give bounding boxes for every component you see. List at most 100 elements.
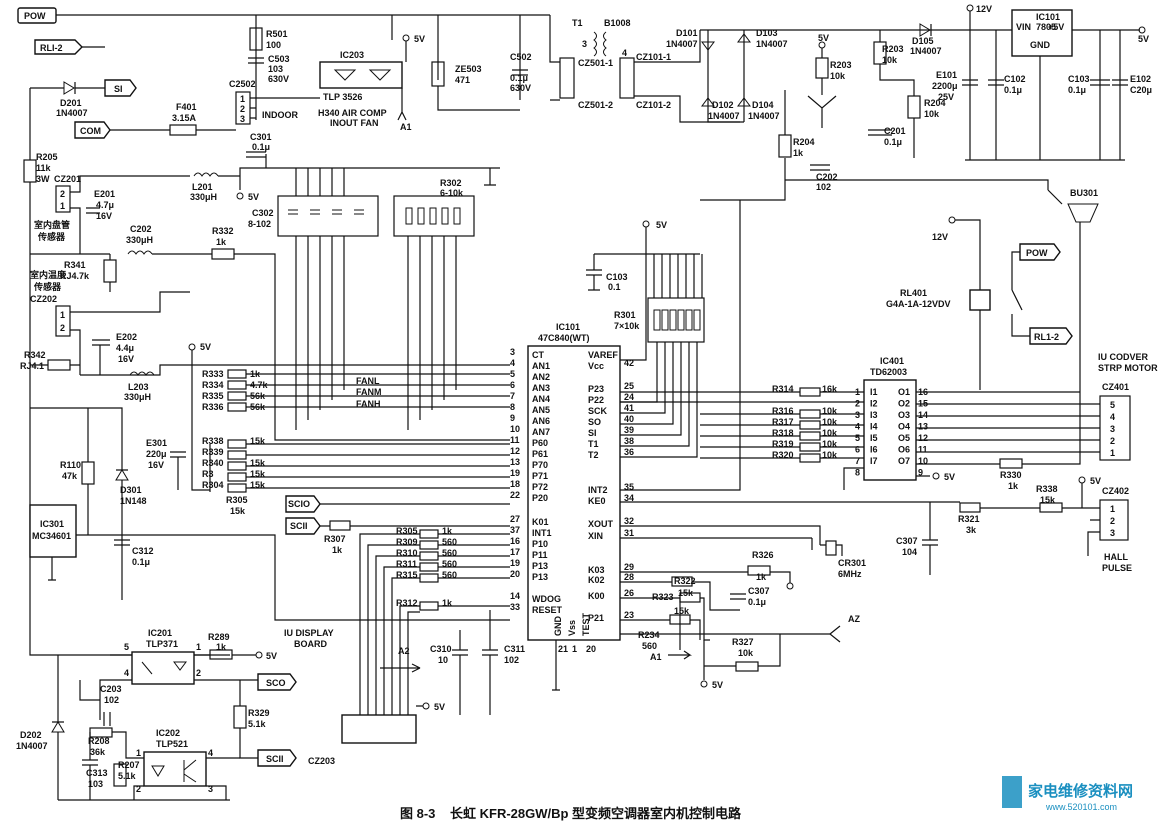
iu-motor-label1: IU CODVER [1098,352,1149,362]
terminal-scio-label: SCIO [288,499,310,509]
resistor-r329 [233,705,247,729]
top-power-section: POW RLI-2 R501 100 C503 103 630V 1 2 3 C… [17,4,1152,201]
terminal-com [74,121,111,139]
mcu-pin-number: 29 [624,562,634,572]
inout-fan-label: INOUT FAN [330,118,379,128]
r315-label: R315 [396,570,418,580]
mcu-pin-name: GND [553,616,563,637]
r203b-value: 10k [882,55,898,65]
resistor-r203a [815,57,829,79]
mcu-pin-name: AN4 [532,394,550,404]
r301-value: 7×10k [614,321,640,331]
terminal-az: AZ [848,614,860,624]
mcu-pin-number: 39 [624,425,634,435]
fanh-label: FANH [356,399,381,409]
mcu-pin-number: 24 [624,392,634,402]
c502-value: 0.1μ [510,73,528,83]
c202b-label: C202 [130,224,152,234]
ic301-label: IC301 [40,519,64,529]
d101-label: D101 [676,28,698,38]
ic202-label: IC202 [156,728,180,738]
d103-label: D103 [756,28,778,38]
mcu-pin-number: 6 [510,380,515,390]
ic401-pin-number: 8 [855,468,860,478]
iu-motor-label2: STRP MOTOR [1098,363,1158,373]
mcu-pin-number: 3 [510,347,515,357]
mcu-pin-number: 20 [510,569,520,579]
r319-label: R319 [772,439,794,449]
ic401-value: TD62003 [870,367,907,377]
terminal-scii [285,517,321,535]
r305b-label: R305 [396,526,418,536]
mcu-pin-number: 4 [510,358,515,368]
r338-right-value: 15k [1040,495,1056,505]
regulator-ic101-7805 [1011,9,1073,57]
supply-5v-c: 5V [248,192,259,202]
indoor-pipe-sensor-label1: 室内盘管 [34,219,70,230]
e201-rating: 16V [96,211,112,221]
c103-top-value: 0.1μ [1068,85,1086,95]
d202-value: 1N4007 [16,741,48,751]
mcu-pin-number: 8 [510,402,515,412]
f401-value: 3.15A [172,113,197,123]
tlp3526-label: TLP 3526 [323,92,362,102]
cz501-2-label: CZ501-2 [578,100,613,110]
mcu-pin-name: AN3 [532,383,550,393]
e101-value: 2200μ [932,81,958,91]
terminal-scii-bottom-label: SCII [266,754,284,764]
e102-value: C20μ [1130,85,1152,95]
resistor-r3xx [227,472,247,482]
mcu-body [527,345,621,641]
connector-cz203 [341,714,417,744]
r311-value: 560 [442,559,457,569]
r339-label: R339 [202,447,224,457]
mcu-pin-name: AN1 [532,361,550,371]
c502-rating: 630V [510,83,531,93]
cz201-label: CZ201 [54,174,81,184]
r329-label: R329 [248,708,270,718]
vcc-dot-relay [948,216,956,224]
ic202-value: TLP521 [156,739,188,749]
mcu-pin-number: 31 [624,528,634,538]
c502-label: C502 [510,52,532,62]
mcu-pin-number: 18 [510,479,520,489]
terminal-si [104,79,137,97]
diode-d101 [701,41,715,51]
t1-pin4: 4 [622,48,627,58]
resistor-r314 [799,387,821,397]
ic401-pin-number: 11 [918,445,928,455]
mcu-pin-name: P72 [532,482,548,492]
c202-value: 102 [816,182,831,192]
d201-value: 1N4007 [56,108,88,118]
r305b-value: 1k [442,526,453,536]
vcc-dot-hall [1078,476,1086,484]
figure-title: 长虹 KFR-28GW/Bp 型变频空调器室内机控制电路 [450,806,742,821]
r3xx-value: 15k [250,469,266,479]
r317-value: 10k [822,417,838,427]
resistor-r339 [227,450,247,460]
r338-right-label: R338 [1036,484,1058,494]
resistor-r340 [227,461,247,471]
room-temp-sensor-label2: 传感器 [33,281,62,292]
c2502-pin2: 2 [240,104,245,114]
r329-value: 5.1k [248,719,267,729]
ic401-pin-number: 2 [855,399,860,409]
mcu-pin-name: T1 [588,439,599,449]
ic401-pin-name: O6 [898,445,910,455]
ic401-pin-name: I1 [870,387,878,397]
r205-value: 11k [36,163,52,173]
resistor-r207 [113,763,127,787]
r314-value: 16k [822,384,838,394]
diode-d104 [737,97,751,107]
c302-label: C302 [252,208,274,218]
r312-label: R312 [396,598,418,608]
cz402-pin2: 2 [1110,516,1115,526]
r327-label: R327 [732,637,754,647]
mcu-pin-name: K00 [588,591,605,601]
resistor-network-r301 [647,297,705,343]
d105-value: 1N4007 [910,46,942,56]
mcu-pin-number: 13 [510,457,520,467]
resistor-r323 [679,592,701,603]
ic202-pin4: 4 [208,748,213,758]
